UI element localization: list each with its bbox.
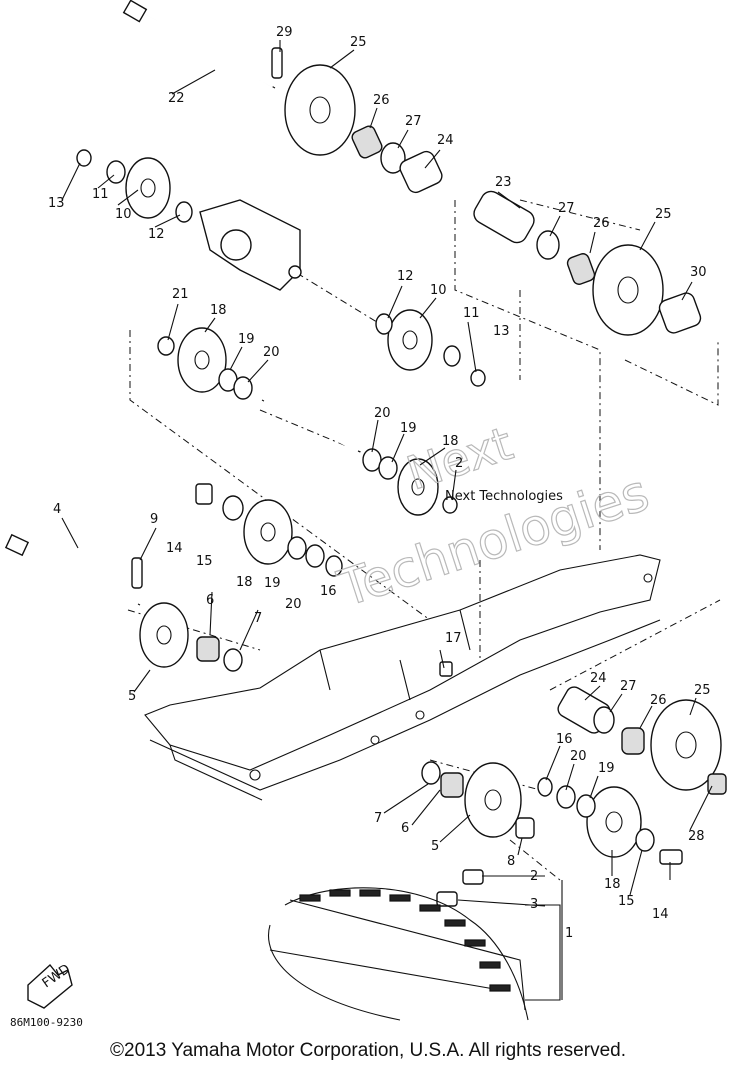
- callout-label: 3: [530, 897, 538, 912]
- callout-label: 16: [556, 732, 573, 747]
- drawing-code: 86M100-9230: [10, 1016, 83, 1029]
- callout-label: 27: [620, 679, 637, 694]
- callout-label: 8: [507, 854, 515, 869]
- callout-label: 1: [565, 926, 573, 941]
- callout-label: 5: [431, 839, 439, 854]
- callout-label: 25: [655, 207, 672, 222]
- callout-label: 17: [445, 631, 462, 646]
- small-parts: [76, 47, 727, 907]
- center-shaft: [261, 399, 361, 453]
- callout-label: 11: [463, 306, 480, 321]
- callout-label: 14: [652, 907, 669, 922]
- callout-label: 10: [115, 207, 132, 222]
- callout-label: 2: [455, 456, 463, 471]
- fwd-arrow-icon: FWD: [27, 962, 73, 1009]
- callout-label: 16: [320, 584, 337, 599]
- callout-label: 20: [374, 406, 391, 421]
- idler-wheels: [125, 64, 722, 858]
- shaft-4: [4, 533, 141, 606]
- callout-label: 15: [196, 554, 213, 569]
- callout-label: 21: [172, 287, 189, 302]
- callout-label: 7: [374, 811, 382, 826]
- callout-label: 20: [570, 749, 587, 764]
- callout-label: 9: [150, 512, 158, 527]
- callout-label: 26: [373, 93, 390, 108]
- copyright-notice: ©2013 Yamaha Motor Corporation, U.S.A. A…: [110, 1040, 626, 1061]
- callout-label: 26: [593, 216, 610, 231]
- callout-label: 19: [400, 421, 417, 436]
- callout-label: 4: [53, 502, 61, 517]
- callout-label: 25: [694, 683, 711, 698]
- callout-label: 6: [401, 821, 409, 836]
- callout-label: 30: [690, 265, 707, 280]
- callout-label: 19: [264, 576, 281, 591]
- callout-label: 12: [397, 269, 414, 284]
- callout-label: 22: [168, 91, 185, 106]
- exploded-parts-diagram: FWD Next Technologies Next Technologies …: [4, 0, 727, 1021]
- callout-label: 28: [688, 829, 705, 844]
- callout-label: 20: [285, 597, 302, 612]
- callout-label: 7: [254, 611, 262, 626]
- callout-label: 14: [166, 541, 183, 556]
- callout-label: 23: [495, 175, 512, 190]
- callout-label: 15: [618, 894, 635, 909]
- callout-label: 20: [263, 345, 280, 360]
- callout-label: 27: [405, 114, 422, 129]
- slide-rail-frame: [144, 554, 661, 801]
- upper-arm: [199, 199, 302, 291]
- callout-label: 26: [650, 693, 667, 708]
- callout-label: 10: [430, 283, 447, 298]
- callout-label: 29: [276, 25, 293, 40]
- callout-label: 13: [493, 324, 510, 339]
- callout-label: 19: [598, 761, 615, 776]
- callout-label: 24: [437, 133, 454, 148]
- leader-lines: [61, 40, 713, 1000]
- track-belt: [268, 887, 561, 1021]
- callout-label: 13: [48, 196, 65, 211]
- callout-label: 12: [148, 227, 165, 242]
- callout-label: 19: [238, 332, 255, 347]
- callout-label: 25: [350, 35, 367, 50]
- callout-label: 18: [604, 877, 621, 892]
- callout-labels: 1 2 3 4 5 5 6 6 7 7 8 9 10 10 11 11 12 1…: [48, 25, 711, 941]
- callout-label: 11: [92, 187, 109, 202]
- callout-label: 24: [590, 671, 607, 686]
- watermark-line-2: Technologies: [331, 464, 655, 619]
- callout-label: 5: [128, 689, 136, 704]
- callout-label: 27: [558, 201, 575, 216]
- callout-label: 6: [206, 593, 214, 608]
- watermark-text-small: Next Technologies: [445, 489, 563, 504]
- shaft-22: [122, 0, 276, 89]
- callout-label: 18: [236, 575, 253, 590]
- callout-label: 18: [442, 434, 459, 449]
- callout-label: 18: [210, 303, 227, 318]
